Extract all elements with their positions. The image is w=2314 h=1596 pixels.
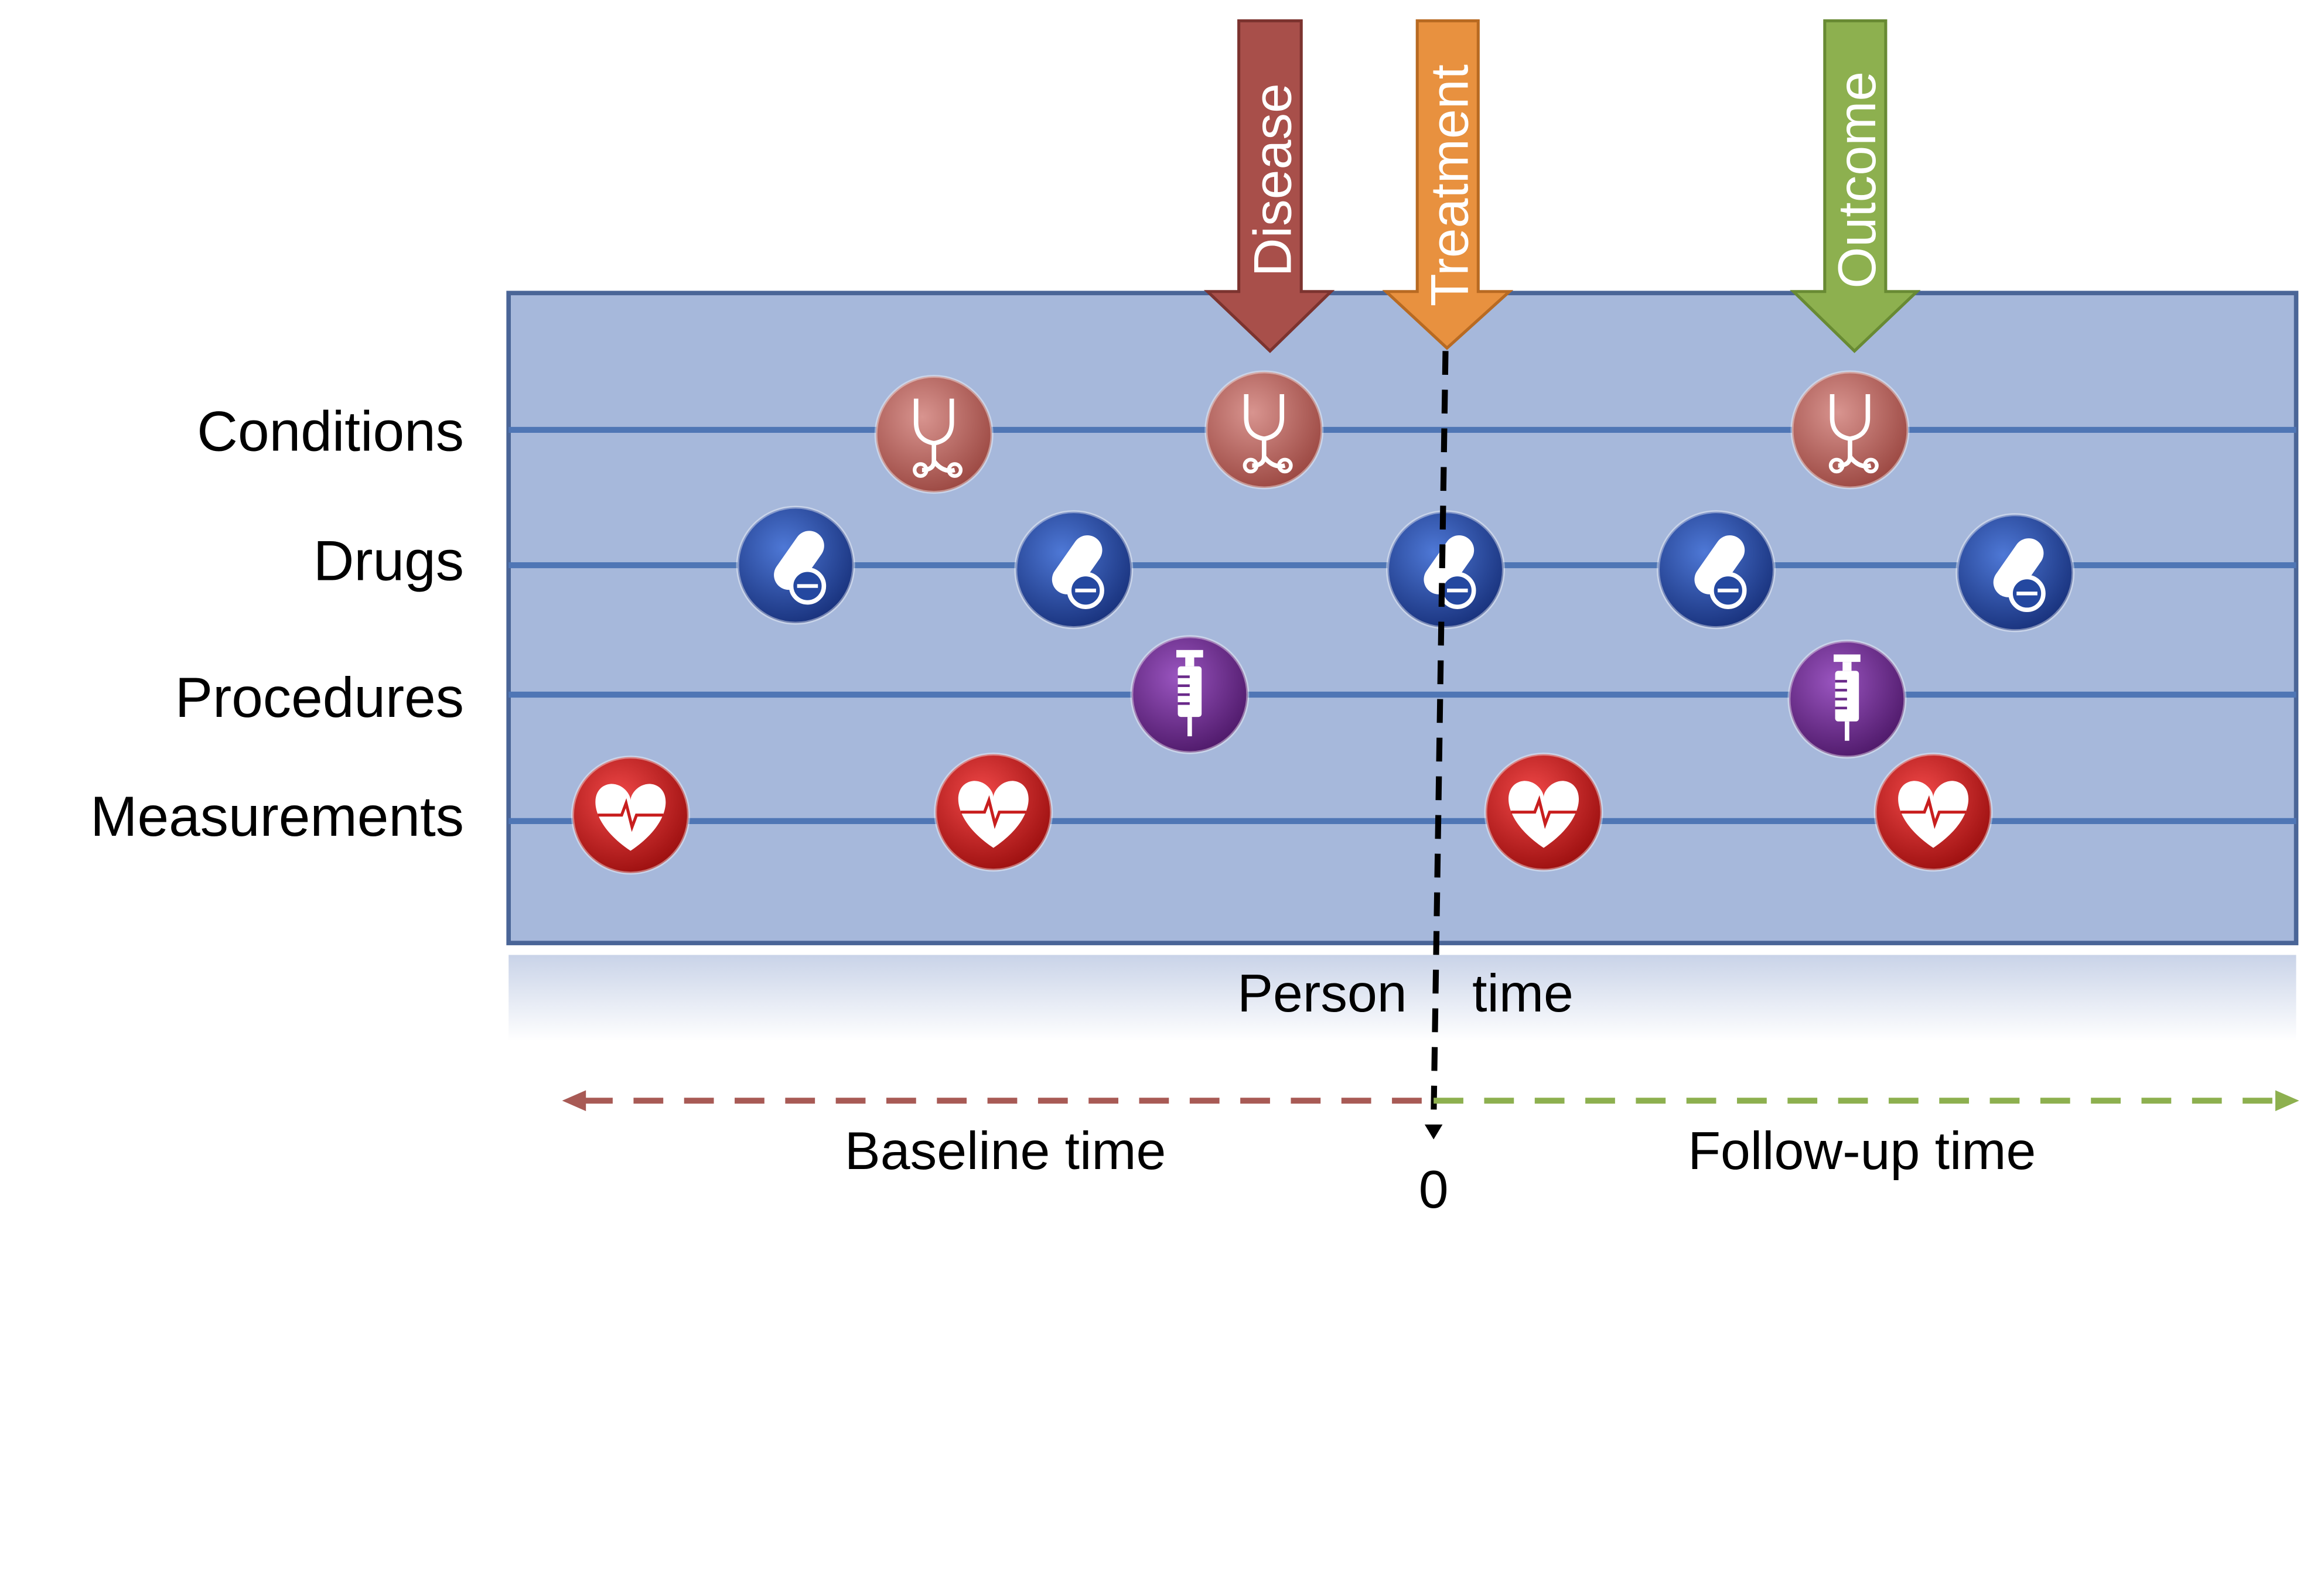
row-label-procedures: Procedures — [175, 667, 464, 729]
heart-monitor-icon — [934, 753, 1053, 872]
pill-icon — [1014, 510, 1134, 630]
row-label-drugs: Drugs — [313, 529, 464, 592]
followup-time-label: Follow-up time — [1688, 1121, 2036, 1181]
outcome-label: Outcome — [1827, 71, 1887, 289]
row-label-conditions: Conditions — [197, 400, 464, 463]
treatment-arrow: Treatment — [1382, 19, 1514, 350]
person-time-label-right: time — [1472, 963, 1574, 1023]
row-label-measurements: Measurements — [90, 785, 464, 848]
index-zero-label: 0 — [1419, 1160, 1449, 1219]
stethoscope-icon — [874, 374, 994, 494]
pill-icon — [1656, 510, 1776, 630]
heart-monitor-icon — [1484, 753, 1603, 872]
followup-arrowhead — [2275, 1090, 2299, 1112]
stethoscope-icon — [1204, 370, 1324, 490]
index-date-line — [1431, 351, 1449, 1119]
syringe-icon — [1130, 635, 1250, 754]
index-date-arrowhead — [1424, 1124, 1443, 1140]
disease-arrow: Disease — [1203, 19, 1335, 353]
heart-monitor-icon — [1873, 753, 1993, 872]
heart-monitor-icon — [571, 756, 690, 875]
disease-label: Disease — [1243, 83, 1302, 276]
stethoscope-icon — [1790, 370, 1910, 490]
syringe-icon — [1787, 640, 1907, 759]
treatment-label: Treatment — [1420, 64, 1480, 306]
panel-reflection — [508, 955, 2296, 1041]
pill-icon — [1955, 513, 2075, 633]
pill-icon — [736, 505, 855, 625]
baseline-arrowhead — [562, 1090, 586, 1112]
person-time-label-left: Person — [1237, 963, 1407, 1023]
outcome-arrow: Outcome — [1790, 19, 1921, 353]
baseline-time-label: Baseline time — [845, 1121, 1166, 1181]
